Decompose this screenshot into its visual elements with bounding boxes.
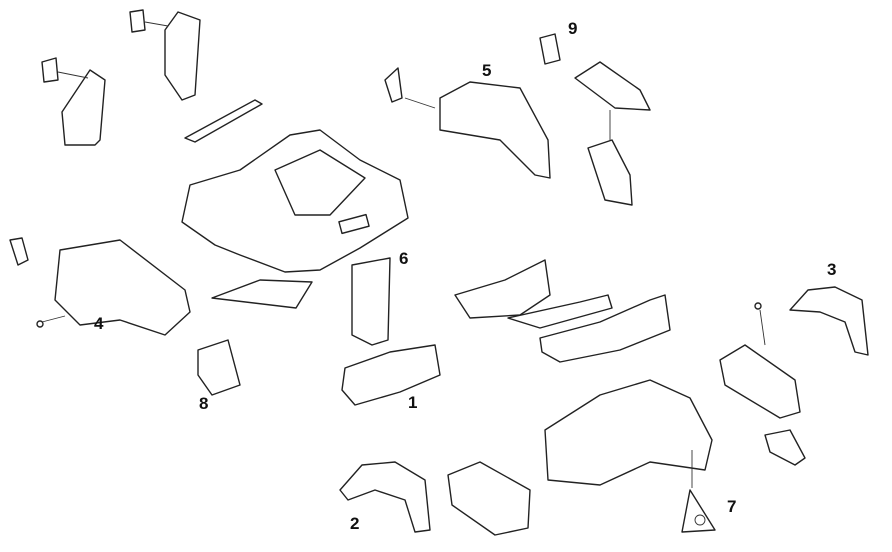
callout-label-9: 9 xyxy=(568,19,578,38)
right-pillar-part xyxy=(129,9,201,101)
latch-bracket-part xyxy=(539,33,651,206)
rear-apron-part xyxy=(539,294,671,363)
callout-label-4: 4 xyxy=(94,314,104,333)
floor-strip-part xyxy=(507,294,613,329)
crossmember-part xyxy=(454,259,551,319)
rear-valance-part xyxy=(341,344,441,406)
tail-light-housing-part xyxy=(197,339,241,396)
corner-gusset-part xyxy=(681,450,716,533)
callout-label-8: 8 xyxy=(199,394,209,413)
left-pillar-part xyxy=(41,57,106,146)
side-member-part xyxy=(719,302,801,419)
small-bracket-part xyxy=(764,429,806,466)
callout-label-1: 1 xyxy=(408,393,418,412)
rear-floor-assembly xyxy=(544,379,713,486)
inner-wheel-arch-right xyxy=(789,286,869,356)
callout-label-7: 7 xyxy=(727,497,737,516)
rear-bracket-part xyxy=(351,257,391,346)
rear-quarter-panel-left xyxy=(9,237,191,336)
callout-label-5: 5 xyxy=(482,61,492,80)
callout-label-2: 2 xyxy=(350,514,360,533)
callout-label-6: 6 xyxy=(399,249,409,268)
floor-side-part xyxy=(447,461,531,536)
callout-label-3: 3 xyxy=(827,260,837,279)
rear-body-shell xyxy=(181,129,409,273)
inner-wheel-arch-left xyxy=(339,461,431,533)
rear-quarter-panel-right xyxy=(384,67,551,179)
cowl-strip-part xyxy=(184,99,263,143)
rear-panel-part xyxy=(211,279,313,309)
